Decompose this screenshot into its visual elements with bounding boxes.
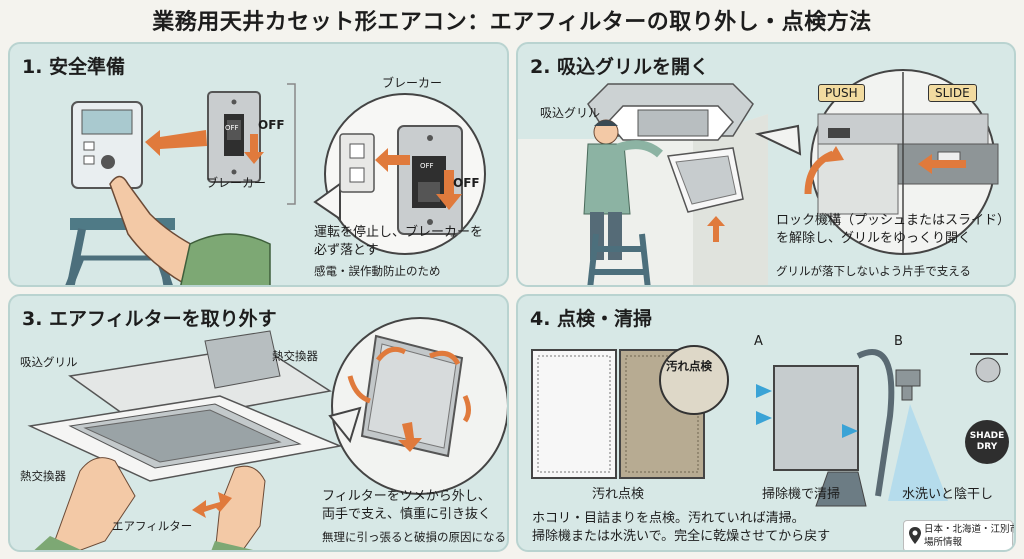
marker-b: B [894, 334, 903, 349]
heat-exchanger-label: 熱交換器 [272, 349, 318, 363]
caption-vacuum: 掃除機で清掃 [762, 487, 841, 502]
instruction-note: 感電・誤作動防止のため [314, 264, 441, 278]
filter-label: エアフィルター [112, 519, 193, 533]
slide-label: SLIDE [928, 84, 977, 102]
breaker-label: ブレーカー [206, 176, 267, 190]
arrow-icon [375, 148, 410, 172]
hand-icon [109, 175, 271, 285]
grille-icon [666, 147, 744, 213]
heat-exchanger-label: 熱交換器 [20, 469, 66, 483]
caption-wash: 水洗いと陰干し [902, 487, 994, 502]
instruction-line: を解除し、グリルをゆっくり開く [776, 231, 972, 246]
breaker-zoom-icon [313, 93, 486, 255]
instruction-line: 両手で支え、慎重に引き抜く [322, 507, 492, 522]
instruction-line: 掃除機または水洗いで。完全に乾燥させてから戻す [532, 529, 831, 544]
faucet-icon [888, 369, 948, 501]
panel-heading: 3. エアフィルターを取り外す [22, 308, 277, 330]
panel-open-grille: 2. 吸込グリルを開く 吸込グリル PUSH SLIDE ロック機構（プッシュま… [516, 42, 1016, 287]
breaker-box-icon [207, 91, 261, 183]
double-arrow-icon [192, 492, 232, 518]
breaker-label-zoom: ブレーカー [382, 76, 443, 90]
magnifier-icon [659, 345, 729, 415]
curved-arrow-icon [804, 150, 835, 195]
inspect-clean-illustration [531, 345, 1008, 507]
badge-line: DRY [976, 442, 998, 452]
ladder-icon [587, 233, 651, 285]
instruction-note: 無理に引っ張ると破損の原因になる [322, 530, 506, 544]
instruction-line: フィルターをツメから外し、 [322, 489, 491, 504]
remove-filter-illustration [27, 317, 507, 550]
location-pin-icon [909, 527, 921, 544]
ceiling-unit-icon [587, 83, 754, 141]
worker-icon [583, 119, 663, 260]
shade-dry-badge: SHADE DRY [965, 420, 1009, 464]
panel-inspect-clean: 4. 点検・清掃 汚れ点検 A B 汚れ点検 掃除機で清掃 水洗いと陰干し SH… [516, 294, 1016, 552]
remote-controller-icon [71, 101, 143, 189]
up-arrow-icon [707, 216, 725, 242]
location-text: 日本・北海道・江別市 [924, 524, 1016, 535]
off-label: OFF [258, 118, 285, 132]
page-title: 業務用天井カセット形エアコン：エアフィルターの取り外し・点検方法 [152, 10, 872, 35]
safety-illustration [65, 83, 486, 285]
instruction-line: 運転を停止し、ブレーカーを [314, 225, 484, 240]
arrow-icon [145, 130, 207, 156]
lock-zoom-icon [754, 69, 999, 255]
clean-filter-icon [531, 349, 617, 479]
down-arrow-icon [436, 170, 462, 210]
dirt-callout: 汚れ点検 [666, 359, 712, 373]
sun-icon [970, 353, 1008, 383]
panel-heading: 1. 安全準備 [22, 56, 126, 78]
panel-safety-prep: 1. 安全準備 ブレーカー OFF OFF ブレーカー OFF OFF 運転を停… [8, 42, 509, 287]
grille-label: 吸込グリル [540, 106, 601, 120]
hand-icon [50, 457, 136, 550]
instruction-line: 必ず落とす [314, 243, 379, 258]
grille-label: 吸込グリル [20, 355, 78, 369]
vacuum-icon [773, 349, 895, 507]
open-grille-illustration [518, 69, 999, 285]
left-arrow-icon [918, 154, 966, 174]
badge-line: SHADE [969, 431, 1005, 441]
panel-remove-filter: 3. エアフィルターを取り外す 吸込グリル 熱交換器 熱交換器 エアフィルター … [8, 294, 509, 552]
down-arrow-icon [244, 134, 264, 164]
instruction-line: ロック機構（プッシュまたはスライド） [776, 213, 1011, 228]
panel-heading: 4. 点検・清掃 [530, 308, 653, 330]
filter-zoom-icon [328, 317, 507, 495]
marker-a: A [754, 334, 763, 349]
instruction-note: グリルが落下しないよう片手で支える [776, 264, 971, 278]
switch-off-text-zoom: OFF [420, 162, 434, 170]
push-label: PUSH [818, 84, 865, 102]
panel-heading: 2. 吸込グリルを開く [530, 56, 710, 78]
down-arrow-icon [398, 422, 422, 452]
caption-inspect: 汚れ点検 [592, 487, 645, 502]
off-label-zoom: OFF [453, 176, 480, 190]
instruction-line: ホコリ・目詰まりを点検。汚れていれば清掃。 [532, 511, 805, 526]
hand-icon [214, 465, 266, 550]
switch-off-text: OFF [225, 124, 239, 132]
location-sub: 場所情報 [924, 537, 963, 548]
location-badge: 日本・北海道・江別市 場所情報 [903, 520, 1016, 550]
